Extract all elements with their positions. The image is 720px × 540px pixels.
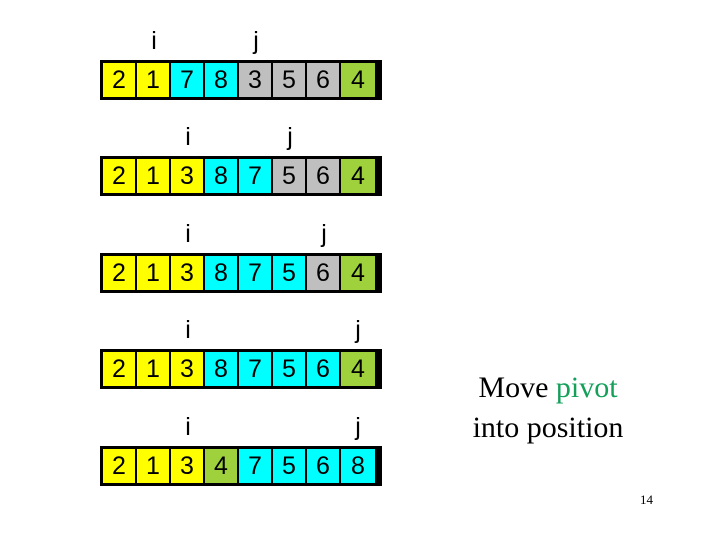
array-cell: 3 xyxy=(171,449,205,483)
array-cell: 1 xyxy=(137,256,171,290)
array-cell: 5 xyxy=(273,449,307,483)
array-cell: 7 xyxy=(239,256,273,290)
array-cell: 7 xyxy=(239,159,273,193)
array-cell: 4 xyxy=(341,63,375,97)
pointer-label-j: j xyxy=(355,413,361,441)
pointer-label-i: i xyxy=(185,220,191,248)
array-cell: 4 xyxy=(341,352,375,386)
array-cell: 2 xyxy=(103,352,137,386)
array-cell: 6 xyxy=(307,352,341,386)
caption-pivot-word: pivot xyxy=(555,371,618,404)
array-cell: 2 xyxy=(103,256,137,290)
pointer-label-i: i xyxy=(185,413,191,441)
array-cell: 8 xyxy=(205,159,239,193)
array-cell: 4 xyxy=(341,256,375,290)
pointer-label-j: j xyxy=(287,123,293,151)
caption-line-1: Move pivot xyxy=(428,368,668,408)
array-cell: 1 xyxy=(137,63,171,97)
array-cell: 5 xyxy=(273,63,307,97)
pointer-label-j: j xyxy=(355,316,361,344)
array-cell: 6 xyxy=(307,449,341,483)
array-cell: 4 xyxy=(341,159,375,193)
caption-line-2: into position xyxy=(472,411,624,444)
array-cell: 1 xyxy=(137,449,171,483)
caption-move-word: Move xyxy=(478,371,556,404)
array-cell: 5 xyxy=(273,256,307,290)
array-cell: 6 xyxy=(307,159,341,193)
array-cell: 3 xyxy=(171,159,205,193)
array-cell: 8 xyxy=(205,256,239,290)
array-cell: 7 xyxy=(239,352,273,386)
array-cell: 2 xyxy=(103,449,137,483)
page-number: 14 xyxy=(640,492,653,507)
pointer-label-i: i xyxy=(185,316,191,344)
array-cell: 7 xyxy=(239,449,273,483)
array-cell: 3 xyxy=(239,63,273,97)
array-cell: 2 xyxy=(103,63,137,97)
array-cell: 4 xyxy=(205,449,239,483)
array-cell: 6 xyxy=(307,63,341,97)
pointer-label-j: j xyxy=(253,27,259,55)
array-cell: 8 xyxy=(205,352,239,386)
array-cell: 5 xyxy=(273,352,307,386)
array-cell: 1 xyxy=(137,159,171,193)
array-cell: 8 xyxy=(341,449,375,483)
pointer-label-j: j xyxy=(321,220,327,248)
array-cell: 3 xyxy=(171,352,205,386)
array-cell: 5 xyxy=(273,159,307,193)
array-cell: 3 xyxy=(171,256,205,290)
array-cell: 2 xyxy=(103,159,137,193)
array-cell: 6 xyxy=(307,256,341,290)
array-cell: 7 xyxy=(171,63,205,97)
pointer-label-i: i xyxy=(185,123,191,151)
pointer-label-i: i xyxy=(151,27,157,55)
array-cell: 8 xyxy=(205,63,239,97)
caption-text: Move pivot into position xyxy=(428,368,668,448)
array-cell: 1 xyxy=(137,352,171,386)
